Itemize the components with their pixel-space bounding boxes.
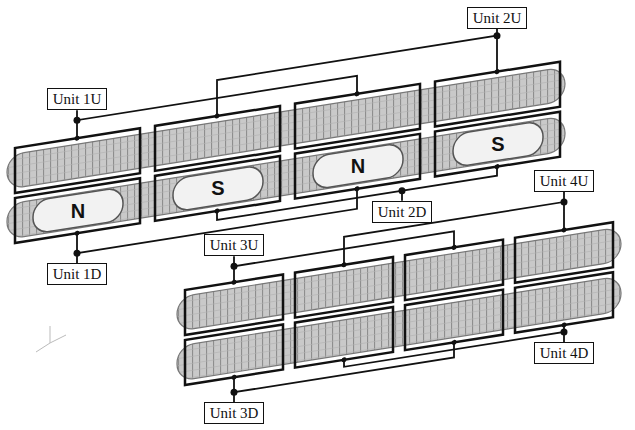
unit-label: Unit 1U <box>53 91 102 107</box>
magnet-pole: S <box>211 177 224 199</box>
junction-dot <box>74 32 568 396</box>
unit-label-box: Unit 2U <box>467 7 528 29</box>
unit-label-box: Unit 1D <box>47 263 108 285</box>
unit-label-box: Unit 1U <box>47 88 108 110</box>
unit-label-box: Unit 2D <box>372 201 433 223</box>
coil-group <box>177 193 621 401</box>
unit-label: Unit 4D <box>540 345 589 361</box>
unit-label: Unit 2D <box>378 204 427 220</box>
lead-wire <box>77 29 564 403</box>
unit-label-box: Unit 3D <box>204 402 265 424</box>
unit-label: Unit 4U <box>540 173 589 189</box>
unit-label: Unit 3D <box>210 405 259 421</box>
unit-label: Unit 2U <box>473 10 522 26</box>
unit-label: Unit 3U <box>210 237 259 253</box>
unit-label: Unit 1D <box>53 266 102 282</box>
coil-group <box>7 25 565 264</box>
magnet-pole: N <box>351 155 365 177</box>
axis-tripod <box>36 326 66 352</box>
magnet-pole: S <box>491 133 504 155</box>
magnet-pole: N <box>71 200 85 222</box>
unit-label-box: Unit 4D <box>534 342 595 364</box>
unit-label-box: Unit 4U <box>534 170 595 192</box>
unit-label-box: Unit 3U <box>204 234 265 256</box>
